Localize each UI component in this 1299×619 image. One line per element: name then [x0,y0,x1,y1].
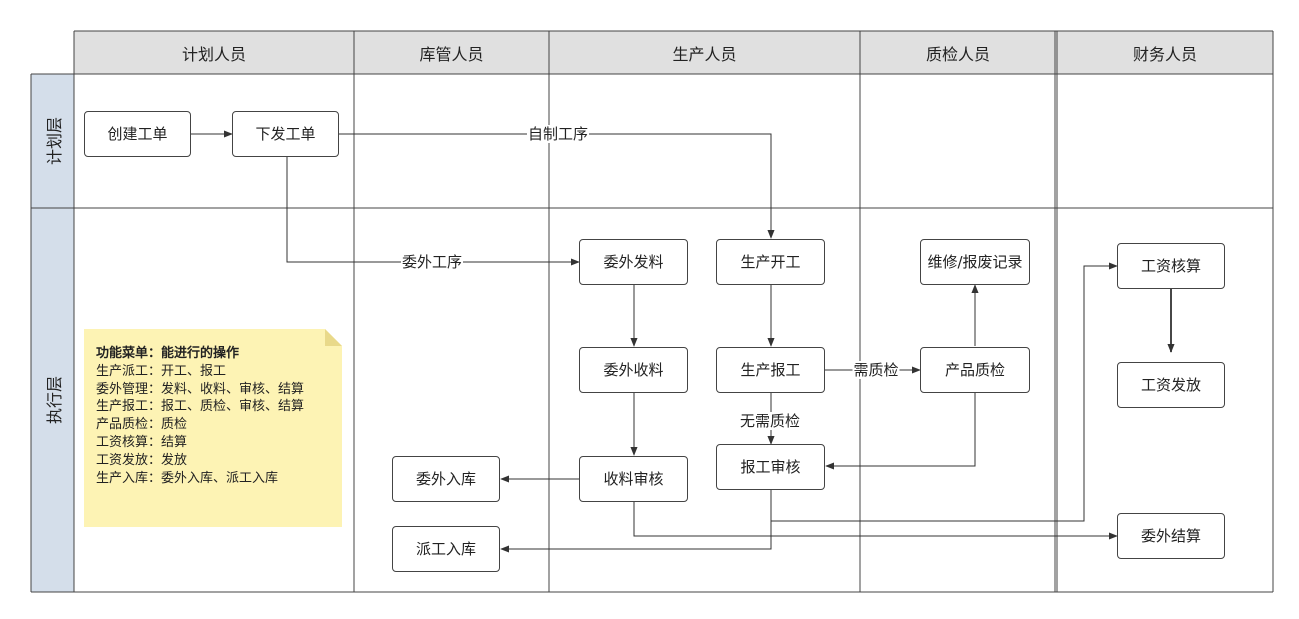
node-wage-pay[interactable]: 工资发放 [1117,362,1225,408]
function-menu-note: 功能菜单：能进行的操作 生产派工：开工、报工 委外管理：发料、收料、审核、结算 … [96,345,341,487]
node-outsource-receive[interactable]: 委外收料 [579,347,688,393]
edge-label-self-process: 自制工序 [526,125,590,143]
note-line: 工资发放：发放 [96,452,188,468]
node-receive-review[interactable]: 收料审核 [579,456,688,502]
row-header-exec: 执行层 [31,208,74,592]
connectors [191,130,1175,553]
note-shape [84,329,342,527]
column-header-finance: 财务人员 [1132,44,1197,64]
node-production-report[interactable]: 生产报工 [716,347,825,393]
node-product-qc[interactable]: 产品质检 [920,347,1030,393]
note-line: 生产入库：委外入库、派工入库 [96,470,279,486]
node-wage-calc[interactable]: 工资核算 [1117,243,1225,289]
column-header-production: 生产人员 [672,44,737,64]
edge-receive-review-to-settle [633,502,1118,540]
row-header-plan-label: 计划层 [44,116,64,166]
note-fold [325,329,342,346]
edge-label-no-qc: 无需质检 [738,412,802,430]
row-header-exec-label: 执行层 [44,375,64,425]
edge-qc-to-review [825,393,976,470]
column-header-planner: 计划人员 [181,44,246,64]
note-title: 功能菜单：能进行的操作 [96,346,240,361]
node-dispatch-stockin[interactable]: 派工入库 [392,526,500,572]
node-report-review[interactable]: 报工审核 [716,444,825,490]
note-line: 生产报工：报工、质检、审核、结算 [96,399,305,415]
note-line: 委外管理：发料、收料、审核、结算 [96,381,305,397]
row-header-bg-exec [31,208,74,592]
edge-issue-to-outsource [286,157,580,266]
edge-label-outsource-process: 委外工序 [400,253,464,271]
node-production-start[interactable]: 生产开工 [716,239,825,285]
node-repair-scrap[interactable]: 维修/报废记录 [920,239,1030,285]
node-outsource-settle[interactable]: 委外结算 [1117,513,1225,559]
column-header-bg [74,31,1273,74]
edge-label-need-qc: 需质检 [852,361,900,379]
row-header-bg-plan [31,74,74,208]
row-header-plan: 计划层 [31,74,74,208]
column-header-warehouse: 库管人员 [419,44,484,64]
edge-report-review-to-wage [770,262,1118,522]
note-line: 产品质检：质检 [96,417,188,433]
node-issue-order[interactable]: 下发工单 [232,111,339,157]
node-outsource-stockin[interactable]: 委外入库 [392,456,500,502]
lane-grid [30,30,1274,593]
node-create-order[interactable]: 创建工单 [84,111,191,157]
edge-issue-to-start [339,133,775,239]
node-outsource-issue[interactable]: 委外发料 [579,239,688,285]
note-line: 生产派工：开工、报工 [96,363,227,379]
note-line: 工资核算：结算 [96,434,188,450]
column-header-qc: 质检人员 [925,44,990,64]
